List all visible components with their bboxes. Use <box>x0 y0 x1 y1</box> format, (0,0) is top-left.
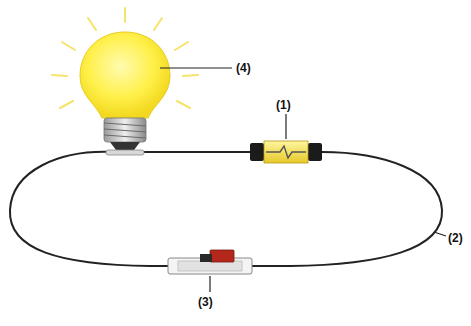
callout-number: (1) <box>276 99 291 111</box>
wire <box>248 152 442 266</box>
wire <box>140 151 252 153</box>
fuse <box>250 141 322 163</box>
wire <box>10 152 172 266</box>
callout-number: (3) <box>198 296 213 308</box>
switch <box>168 250 252 274</box>
leader-line <box>434 232 446 236</box>
leader-line <box>209 276 210 292</box>
leader-line <box>160 67 232 68</box>
leader-line <box>285 114 286 139</box>
callout-number: (2) <box>448 232 463 244</box>
light-bulb <box>80 32 170 155</box>
callout-number: (4) <box>236 62 251 74</box>
